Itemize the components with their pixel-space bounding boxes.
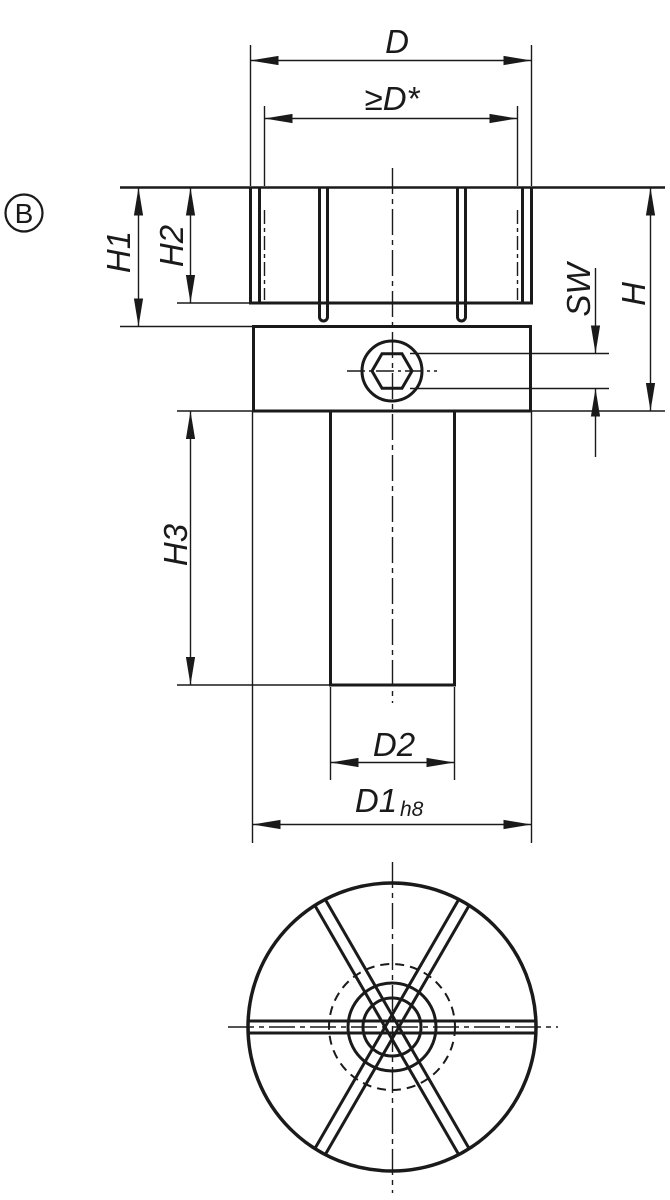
dimension-H2: H2	[153, 187, 249, 304]
dimension-SW: SW	[410, 261, 609, 457]
side-view	[120, 168, 665, 703]
dimension-D1: D1 h8	[251, 411, 533, 843]
label-D2: D2	[373, 726, 415, 763]
groove-spoke-120deg	[313, 898, 471, 1156]
grip-groove-right	[456, 187, 467, 323]
label-H: H	[615, 282, 652, 306]
label-D1: D1	[355, 782, 397, 819]
label-SW: SW	[560, 261, 597, 317]
label-D1-tolerance: h8	[400, 798, 424, 821]
bottom-view	[228, 862, 558, 1193]
label-D: D	[385, 23, 409, 60]
detail-marker-letter: B	[15, 198, 34, 229]
dimension-H1: H1	[100, 187, 252, 328]
dimension-D-star: ≥D*	[263, 80, 519, 186]
detail-marker-b: B	[4, 193, 44, 233]
dimension-H3: H3	[157, 410, 329, 686]
dimension-H: H	[532, 187, 665, 412]
detail-marker-circle	[4, 193, 44, 233]
label-D-star: ≥D*	[365, 80, 421, 117]
dimension-D2: D2	[329, 687, 456, 780]
label-H3: H3	[157, 523, 194, 566]
groove-spoke-60deg	[313, 898, 471, 1156]
grip-groove-left	[318, 187, 329, 323]
dimension-D: D	[249, 23, 533, 186]
label-H2: H2	[153, 225, 190, 267]
label-H1: H1	[100, 231, 137, 273]
grip-outline	[249, 187, 533, 323]
